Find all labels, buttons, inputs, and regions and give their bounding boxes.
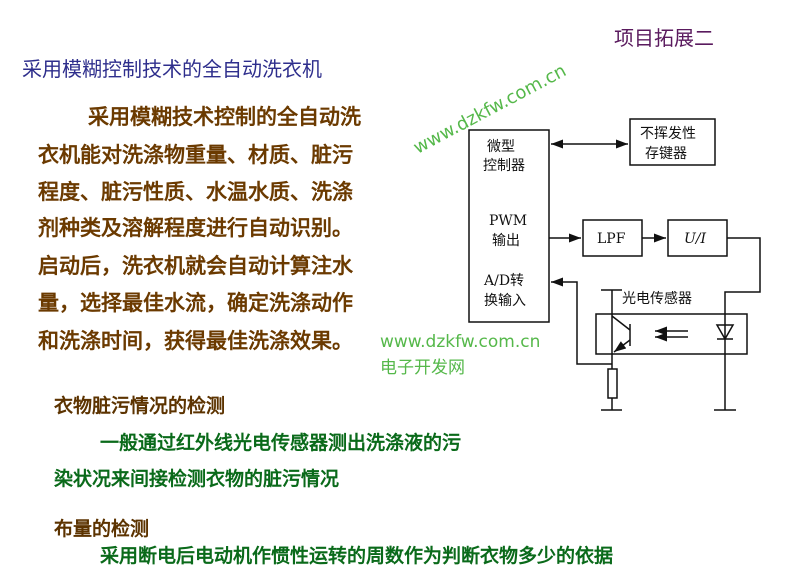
paragraph-line: 和洗涤时间，获得最佳洗涤效果。 [38, 329, 353, 353]
memory-label: 不挥发性 [640, 126, 696, 142]
sensor-label: 光电传感器 [622, 290, 692, 307]
ad-label: A/D转 [483, 273, 524, 289]
memory-block [629, 118, 716, 166]
pwm-label: PWM [489, 213, 527, 229]
section-heading: 布量的检测 [54, 518, 150, 540]
paragraph-line: 量，选择最佳水流，确定洗涤动作 [38, 291, 353, 315]
paragraph-line: 衣机能对洗涤物重量、材质、脏污 [38, 143, 353, 167]
pwm-label: 输出 [492, 233, 520, 249]
photo-sensor-block [595, 313, 748, 355]
ui-label: U/I [684, 231, 707, 247]
memory-label: 存键器 [645, 146, 687, 162]
watermark-url: www.dzkfw.com.cn [380, 332, 541, 352]
section-text: 采用断电后电动机作惯性运转的周数作为判断衣物多少的依据 [100, 545, 614, 567]
paragraph-line: 剂种类及溶解程度进行自动识别。 [38, 216, 353, 240]
watermark-site-name: 电子开发网 [380, 358, 465, 378]
section-heading: 衣物脏污情况的检测 [54, 395, 226, 417]
paragraph-line: 启动后，洗衣机就会自动计算注水 [38, 254, 353, 278]
paragraph-line: 程度、脏污性质、水温水质、洗涤 [38, 180, 353, 204]
section-text: 染状况来间接检测衣物的脏污情况 [54, 468, 340, 490]
ad-label: 换输入 [484, 292, 526, 309]
lpf-label: LPF [597, 231, 626, 247]
paragraph-line: 采用模糊技术控制的全自动洗 [88, 105, 361, 129]
mcu-label: 控制器 [483, 158, 525, 174]
microcontroller-block [468, 129, 550, 323]
mcu-label: 微型 [487, 139, 515, 155]
page-title: 采用模糊控制技术的全自动洗衣机 [22, 57, 322, 81]
section-text: 一般通过红外线光电传感器测出洗涤液的污 [100, 432, 462, 454]
section-tag: 项目拓展二 [614, 26, 714, 50]
